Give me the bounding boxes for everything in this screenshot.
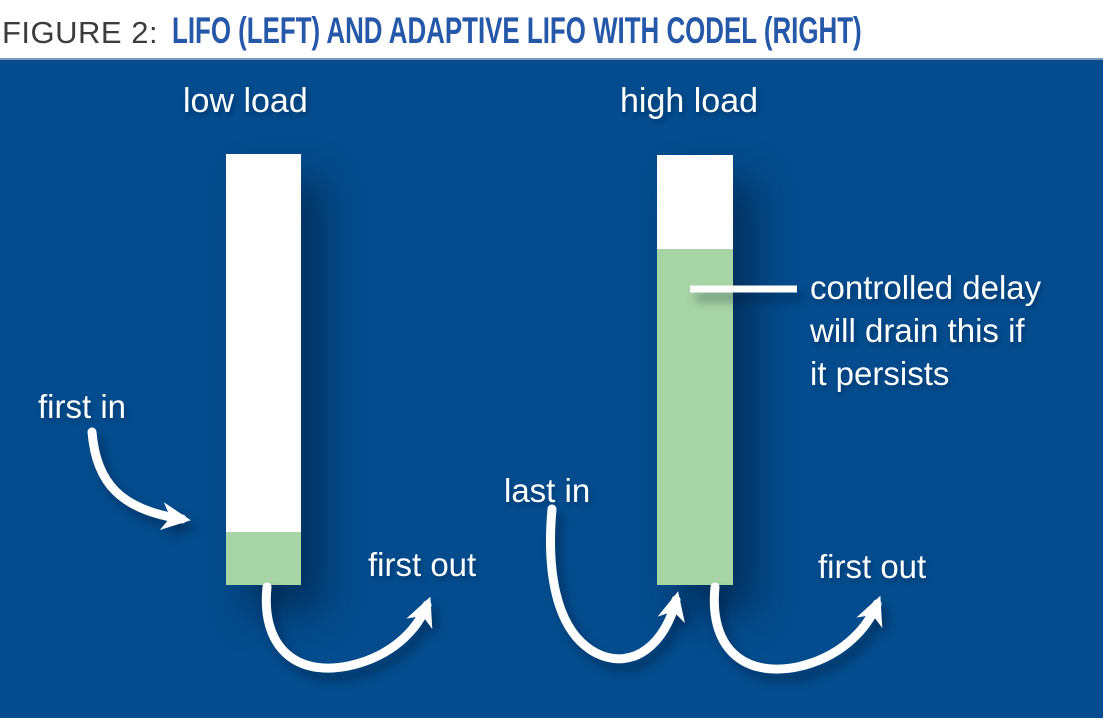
low-load-label: low load <box>183 82 308 120</box>
first-out-left-label: first out <box>368 546 477 583</box>
codel-callout-text: controlled delay will drain this if it p… <box>810 269 1042 392</box>
first-out-right-arrow <box>709 582 883 674</box>
lifo-queue-occupancy <box>226 532 301 585</box>
first-in-label: first in <box>38 388 127 425</box>
first-in-arrow <box>87 427 191 530</box>
last-in-label: last in <box>504 472 591 509</box>
diagram-panel: low load high load first in last in firs… <box>0 58 1103 718</box>
high-load-label: high load <box>620 82 759 120</box>
first-out-left-arrow <box>261 582 433 673</box>
first-out-right-label: first out <box>818 548 927 585</box>
adaptive-lifo-queue-bar <box>657 155 733 585</box>
figure-title: FIGURE 2: LIFO (LEFT) AND ADAPTIVE LIFO … <box>2 10 1102 56</box>
figure-number-label: FIGURE 2: <box>2 15 159 50</box>
adaptive-lifo-queue-occupancy <box>657 249 733 585</box>
lifo-queue-bar <box>226 154 301 585</box>
figure-heading: LIFO (LEFT) AND ADAPTIVE LIFO WITH CODEL… <box>172 10 862 51</box>
